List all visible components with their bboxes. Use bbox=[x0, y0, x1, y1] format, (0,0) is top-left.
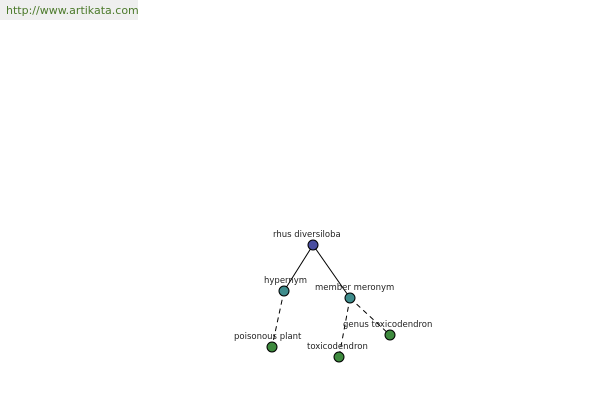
url-bar: http://www.artikata.com bbox=[0, 0, 139, 20]
node-rhus-diversiloba[interactable] bbox=[307, 239, 319, 251]
node-genus-toxicodendron[interactable] bbox=[384, 329, 396, 341]
label-hypernym[interactable]: hypernym bbox=[264, 276, 307, 286]
node-toxicodendron[interactable] bbox=[333, 351, 345, 363]
label-rhus-diversiloba[interactable]: rhus diversiloba bbox=[273, 230, 341, 240]
graph-labels: rhus diversiloba hypernym member meronym… bbox=[234, 230, 432, 352]
edge-member-meronym-toxicodendron bbox=[338, 297, 351, 358]
node-poisonous-plant[interactable] bbox=[266, 341, 278, 353]
label-toxicodendron[interactable]: toxicodendron bbox=[307, 342, 368, 352]
graph-edges bbox=[271, 244, 391, 358]
edge-hypernym-poisonous-plant bbox=[271, 290, 285, 348]
node-member-meronym[interactable] bbox=[344, 292, 356, 304]
graph-nodes bbox=[266, 239, 396, 363]
site-url-link[interactable]: http://www.artikata.com bbox=[6, 4, 139, 17]
label-genus-toxicodendron[interactable]: genus toxicodendron bbox=[343, 320, 432, 330]
label-member-meronym[interactable]: member meronym bbox=[315, 283, 394, 293]
node-hypernym[interactable] bbox=[278, 285, 290, 297]
edge-root-member-meronym bbox=[312, 244, 351, 299]
edge-member-meronym-genus-toxicodendron bbox=[349, 297, 391, 336]
edge-root-hypernym bbox=[283, 244, 314, 292]
label-poisonous-plant[interactable]: poisonous plant bbox=[234, 332, 302, 342]
